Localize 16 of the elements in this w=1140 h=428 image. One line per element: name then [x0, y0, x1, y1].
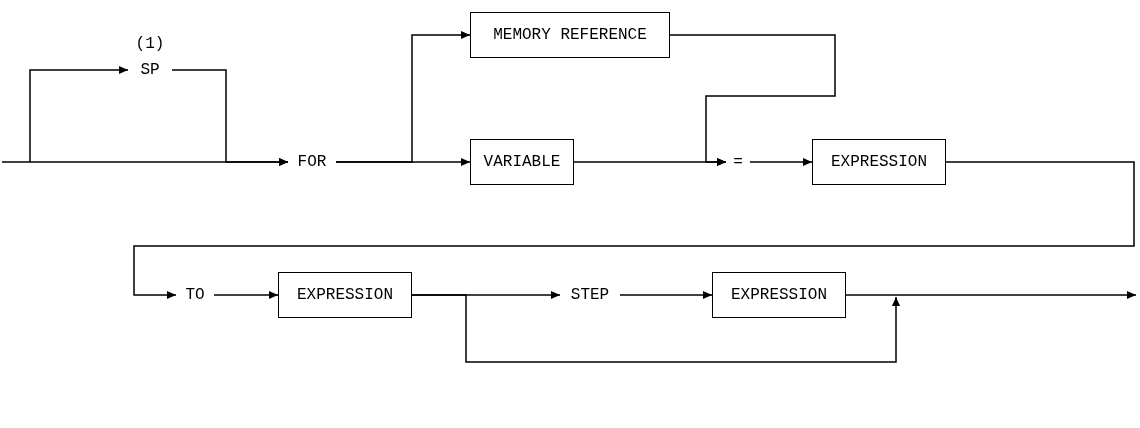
syntax-box: EXPRESSION	[278, 272, 412, 318]
arrow	[845, 291, 1137, 299]
arrow	[171, 69, 289, 166]
arrow	[411, 294, 900, 363]
syntax-box: MEMORY REFERENCE	[470, 12, 670, 58]
syntax-box: VARIABLE	[470, 139, 574, 185]
arrow	[749, 158, 813, 166]
arrow	[335, 31, 471, 163]
footnote-mark: (1)	[134, 34, 166, 55]
arrow	[619, 291, 713, 299]
arrow	[213, 291, 279, 299]
syntax-box: EXPRESSION	[712, 272, 846, 318]
arrow	[669, 34, 836, 166]
arrow	[133, 161, 1135, 299]
syntax-box: EXPRESSION	[812, 139, 946, 185]
arrow	[29, 66, 129, 163]
